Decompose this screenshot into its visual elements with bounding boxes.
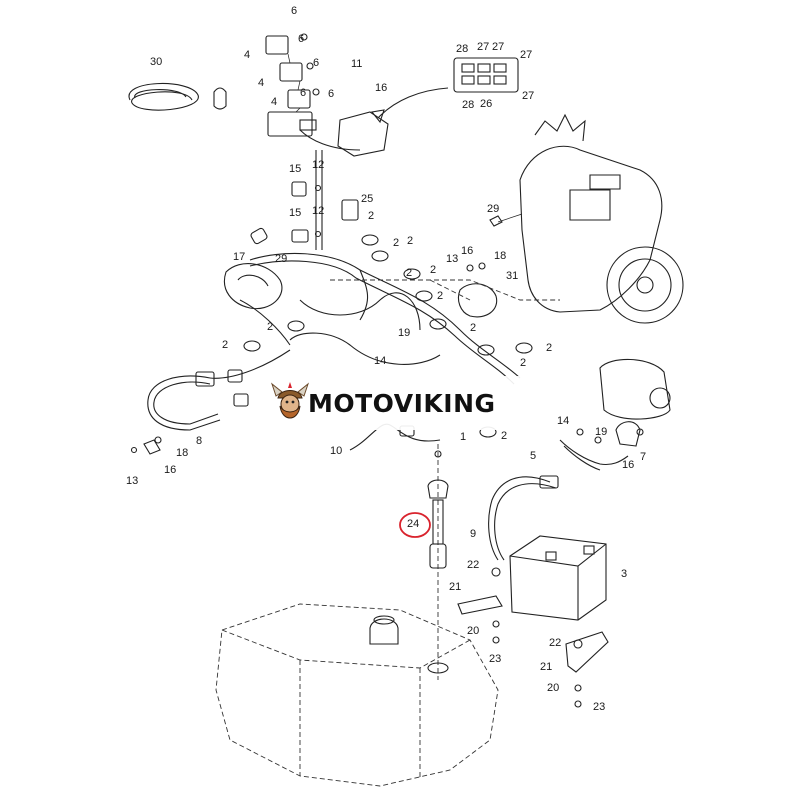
callout-label: 7 (640, 451, 646, 463)
callout-label: 2 (406, 267, 412, 279)
callout-label: 29 (487, 203, 499, 215)
fuel-tank-part (215, 603, 499, 787)
callout-label: 21 (449, 581, 461, 593)
callout-label: 2 (520, 357, 526, 369)
callout-label: 23 (593, 701, 605, 713)
callout-label: 15 (289, 163, 301, 175)
callout-label: 6 (300, 87, 306, 99)
engine-part (330, 113, 684, 324)
clamp-parts (243, 234, 533, 438)
callout-label: 28 (462, 99, 474, 111)
callout-label: 2 (437, 290, 443, 302)
callout-label: 2 (267, 321, 273, 333)
fuse-block-detail (370, 57, 519, 124)
callout-label: 6 (328, 88, 334, 100)
horn-part (224, 227, 283, 310)
harness-main-part (209, 111, 521, 385)
callout-label: 14 (557, 415, 569, 427)
harness-branch-part (130, 369, 249, 455)
callout-label: 2 (470, 322, 476, 334)
callout-label: 2 (368, 210, 374, 222)
callout-label: 3 (621, 568, 627, 580)
callout-label: 30 (150, 56, 162, 68)
callout-label: 13 (446, 253, 458, 265)
callout-label: 18 (494, 250, 506, 262)
callout-label: 25 (361, 193, 373, 205)
callout-label: 4 (244, 49, 250, 61)
callout-label: 29 (275, 253, 287, 265)
callout-label: 4 (258, 77, 264, 89)
callout-label: 16 (375, 82, 387, 94)
callout-label: 6 (313, 57, 319, 69)
relay-stack-part (265, 33, 320, 137)
callout-label: 12 (312, 205, 324, 217)
battery-part (509, 535, 607, 621)
callout-label: 22 (549, 637, 561, 649)
highlighted-callout (399, 512, 431, 538)
callout-label: 23 (489, 653, 501, 665)
sensor-cluster-part (457, 213, 523, 318)
callout-label: 1 (460, 431, 466, 443)
callout-label: 27 (492, 41, 504, 53)
battery-cable-part (488, 475, 559, 561)
callout-label: 2 (393, 237, 399, 249)
starter-motor-part (559, 358, 671, 471)
watermark-banner: MOTOVIKING (262, 376, 534, 430)
callout-label: 13 (126, 475, 138, 487)
callout-label: 2 (501, 430, 507, 442)
callout-label: 5 (530, 450, 536, 462)
callout-label: 14 (374, 355, 386, 367)
callout-label: 10 (330, 445, 342, 457)
callout-label: 22 (467, 559, 479, 571)
callout-label: 12 (312, 159, 324, 171)
callout-label: 6 (291, 5, 297, 17)
callout-label: 20 (547, 682, 559, 694)
callout-label: 18 (176, 447, 188, 459)
callout-label: 19 (398, 327, 410, 339)
callout-label: 2 (222, 339, 228, 351)
callout-label: 26 (480, 98, 492, 110)
callout-label: 27 (520, 49, 532, 61)
cable-coil-part (128, 82, 227, 111)
callout-label: 19 (595, 426, 607, 438)
callout-label: 2 (546, 342, 552, 354)
callout-label: 21 (540, 661, 552, 673)
viking-mascot-logo (270, 382, 310, 419)
callout-label: 16 (164, 464, 176, 476)
callout-label: 24 (407, 518, 419, 530)
callout-label: 31 (506, 270, 518, 282)
hold-down-bracket-part (457, 567, 609, 708)
callout-label: 28 (456, 43, 468, 55)
callout-label: 17 (233, 251, 245, 263)
callout-label: 4 (271, 96, 277, 108)
callout-label: 16 (461, 245, 473, 257)
callout-label: 8 (196, 435, 202, 447)
callout-label: 15 (289, 207, 301, 219)
switch-part (291, 181, 359, 243)
callout-label: 16 (622, 459, 634, 471)
callout-label: 6 (298, 33, 304, 45)
callout-label: 11 (351, 58, 362, 70)
fuel-sender-part (427, 444, 449, 680)
callout-label: 20 (467, 625, 479, 637)
callout-label: 9 (470, 528, 476, 540)
callout-labels: 6 4 6 4 6 4 6 30 11 16 6 28 27 27 27 28 … (126, 5, 646, 713)
callout-label: 27 (522, 90, 534, 102)
callout-label: 2 (430, 264, 436, 276)
watermark-text: MOTOVIKING (308, 388, 496, 418)
callout-label: 2 (407, 235, 413, 247)
callout-label: 27 (477, 41, 489, 53)
